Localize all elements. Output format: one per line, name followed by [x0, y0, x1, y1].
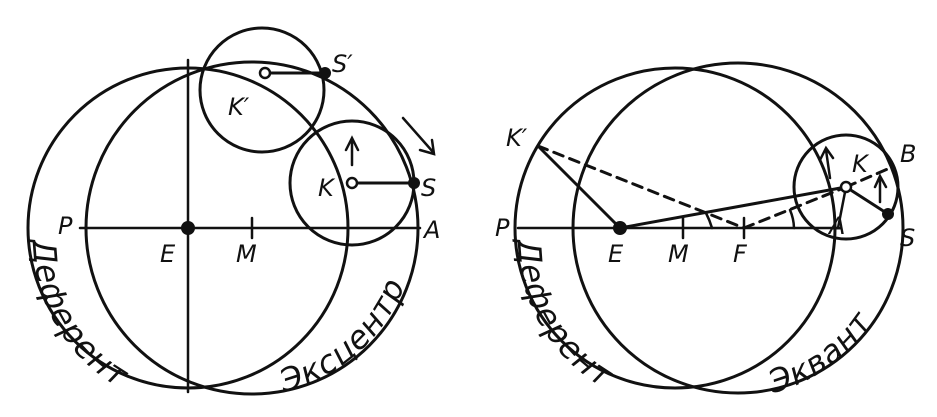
right-label-f: F — [733, 240, 748, 268]
left-curve-label-eccentric: Эксцентр — [274, 272, 413, 400]
right-point-e — [613, 221, 627, 235]
right-label-a: A — [827, 212, 845, 240]
left-label-a: A — [422, 216, 440, 244]
left-label-s: S — [421, 174, 436, 202]
right-label-m: M — [668, 240, 689, 268]
left-point-k — [345, 176, 359, 190]
left-point-s — [408, 177, 420, 189]
left-curve-label-deferent: Деферент — [24, 236, 135, 395]
right-curve-label-deferent: Деферент — [509, 236, 620, 396]
right-label-b: B — [900, 140, 916, 168]
right-dashed-k-b — [844, 166, 892, 189]
right-label-s: S — [900, 224, 915, 252]
left-label-m: M — [236, 240, 257, 268]
left-arrow-motion — [401, 116, 436, 156]
right-dashed-f-k — [742, 185, 848, 230]
right-label-p: P — [495, 214, 510, 242]
left-label-k-prime: K′ — [228, 93, 250, 121]
left-arrow-on-epicycle — [344, 135, 360, 167]
left-point-k-prime — [258, 66, 272, 80]
right-arrow-on-epicycle — [818, 145, 835, 180]
equant-model: P E M F A K B S K′ Деферент Эквант — [495, 61, 916, 401]
left-epicycle-top — [198, 26, 326, 154]
right-epicycle — [792, 133, 900, 241]
right-label-e: E — [608, 240, 624, 268]
left-label-e: E — [160, 240, 176, 268]
right-line-k-s — [844, 185, 890, 216]
right-line-k-a — [836, 185, 848, 230]
eccentric-model: P E M A K S K′ S′ Деферент Эксцентр — [24, 26, 440, 400]
right-line-k-prime-e — [536, 144, 622, 230]
right-label-k-prime: K′ — [506, 124, 528, 152]
right-angle-mark-f — [788, 208, 796, 230]
right-label-k: K — [852, 150, 870, 178]
right-point-s — [882, 208, 894, 220]
left-label-s-prime: S′ — [332, 50, 353, 78]
left-point-s-prime — [319, 67, 331, 79]
right-angle-mark-e — [704, 211, 714, 230]
right-line-e-k — [618, 185, 848, 230]
left-point-e — [181, 221, 195, 235]
left-label-k: K — [318, 174, 336, 202]
right-point-k — [839, 180, 853, 194]
right-arrow-small — [873, 173, 888, 204]
left-label-p: P — [58, 212, 73, 240]
right-curve-label-equant: Эквант — [763, 303, 880, 401]
right-dashed-k-prime-f — [536, 144, 746, 230]
